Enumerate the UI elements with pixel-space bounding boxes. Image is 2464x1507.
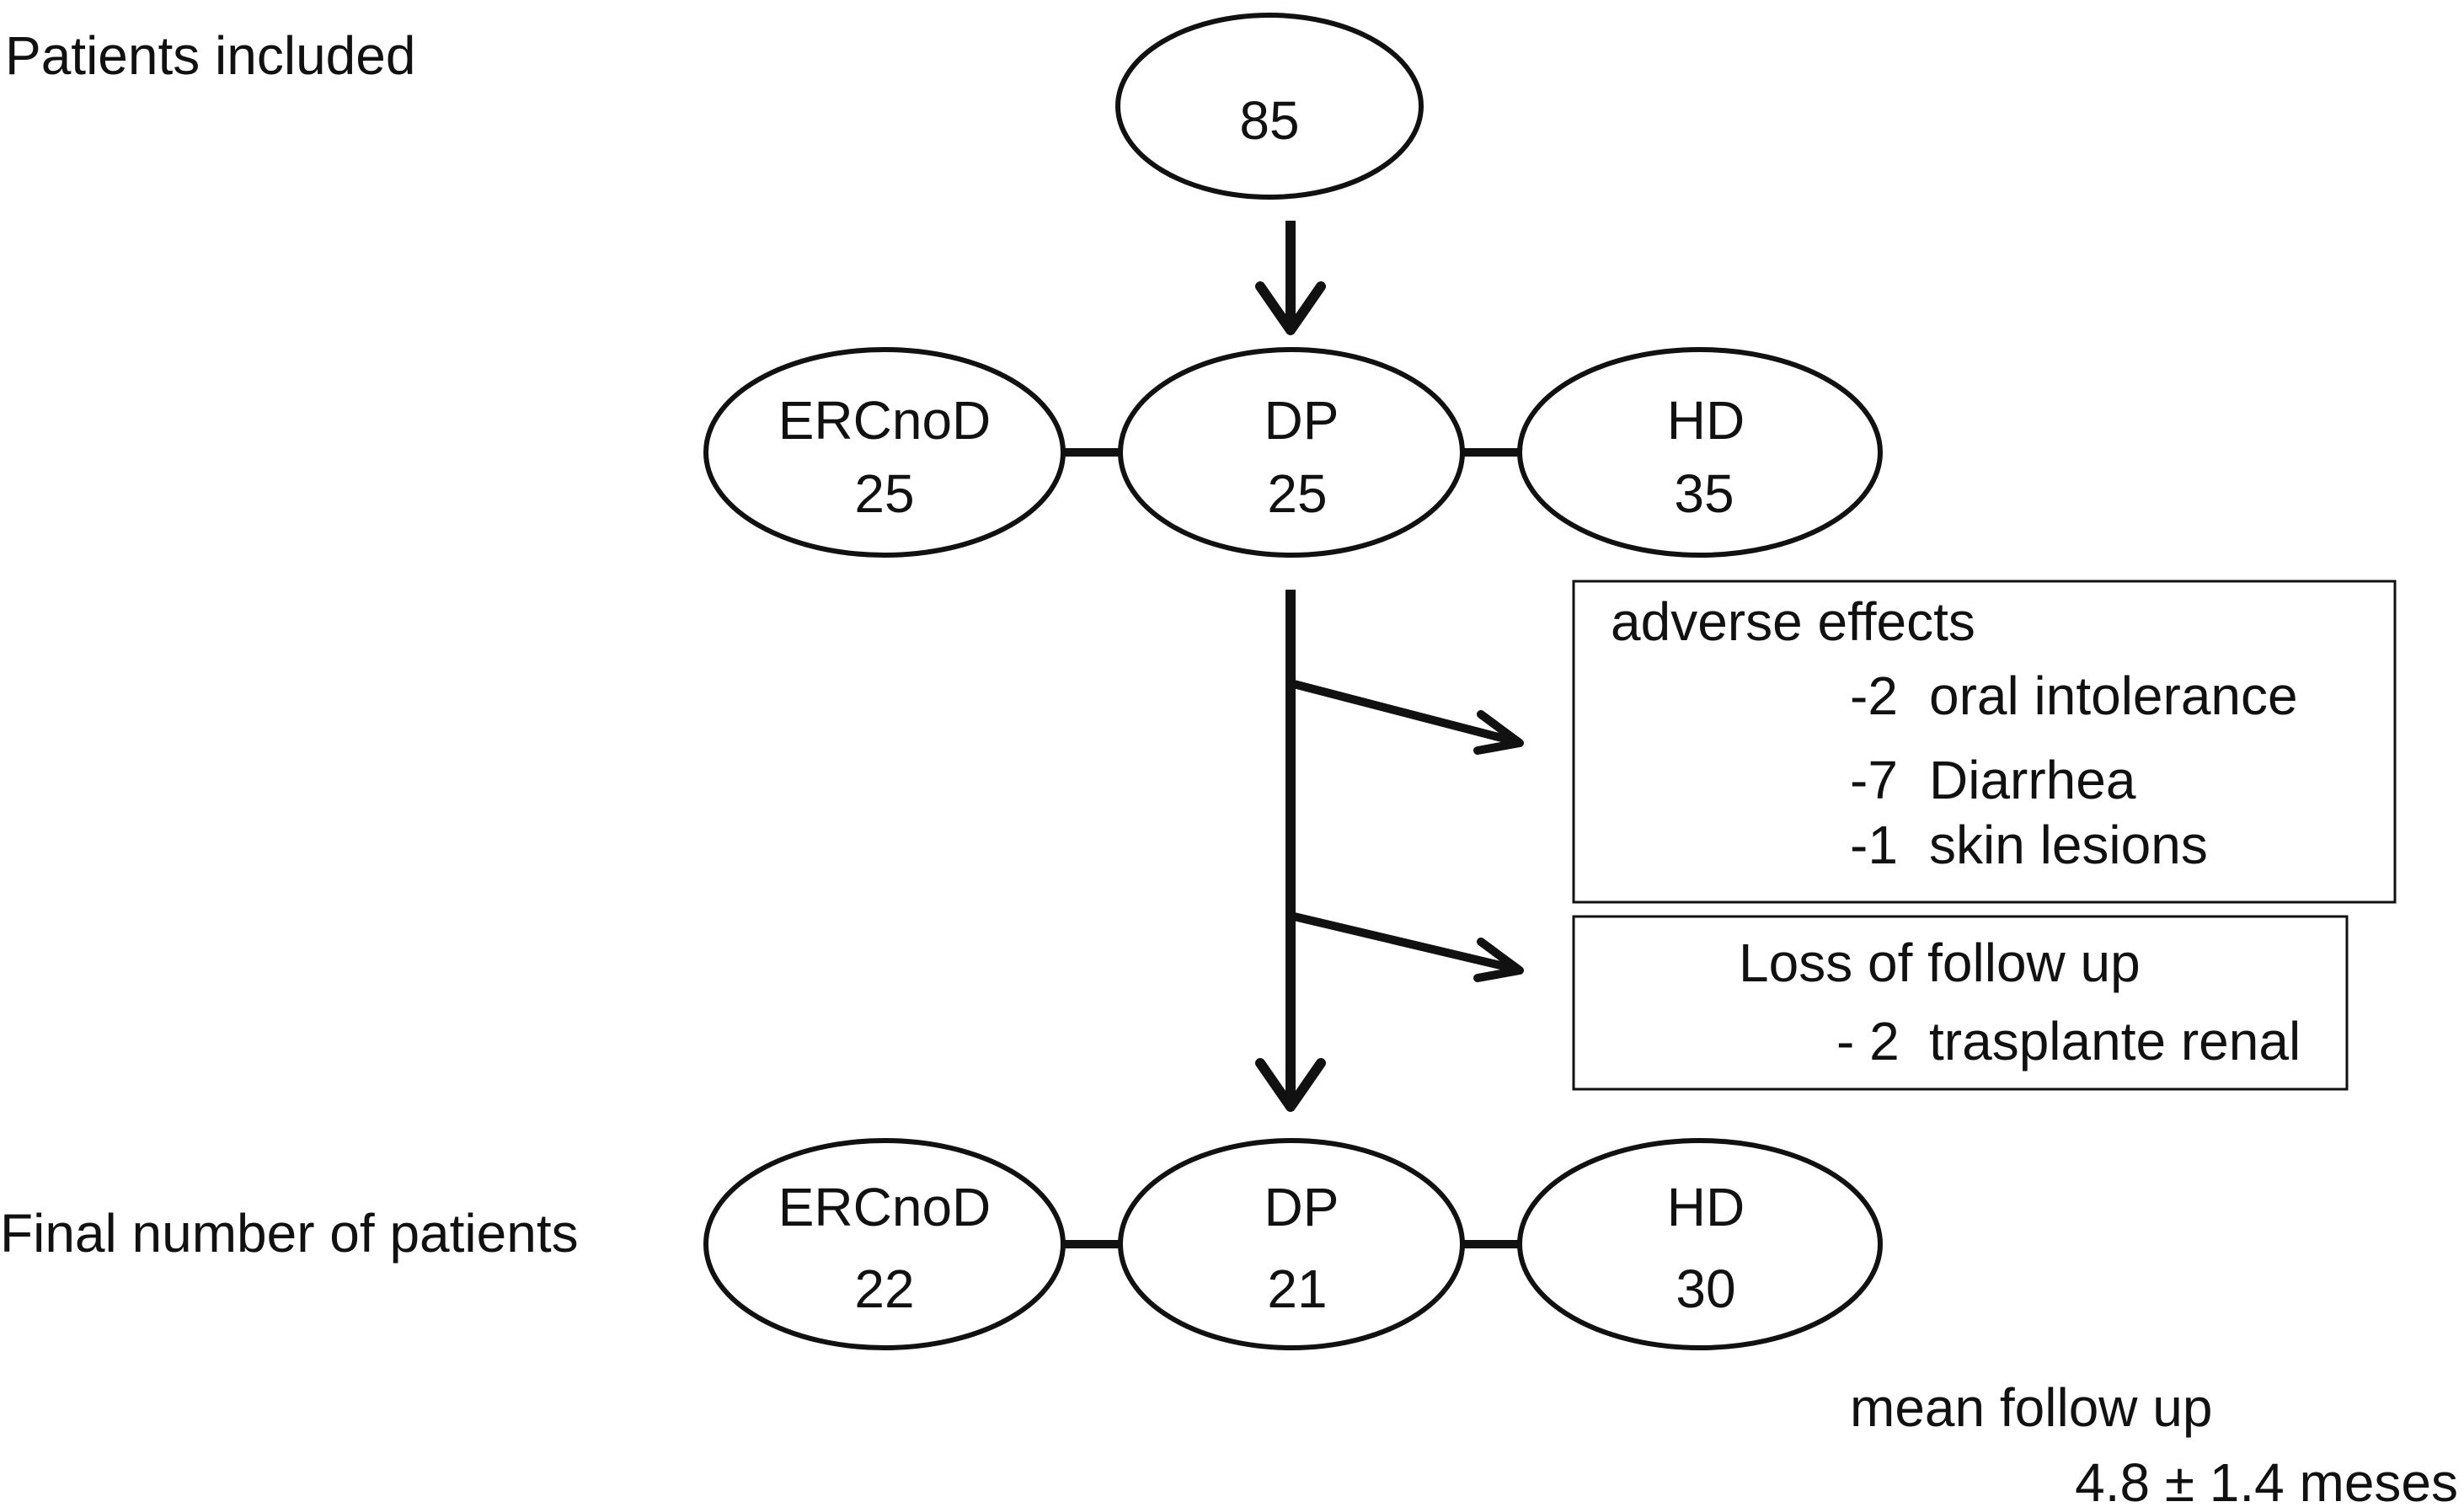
node-final-hd: HD 30 [1517,1138,1883,1350]
loss-item-1-text: trasplante renal [1929,1011,2301,1071]
loss-follow-up-title: Loss of follow up [1739,933,2141,993]
node-initial-dp-value: 25 [1267,463,1327,524]
arrow-top-to-initial [1255,221,1326,335]
adverse-item-1-num: -2 [1850,665,1898,726]
node-initial-dp-name: DP [1264,390,1339,451]
loss-item-1-num: - 2 [1836,1011,1900,1071]
adverse-effects-box: adverse effects -2 oral intolerance -7 D… [1572,580,2397,904]
node-initial-hd: HD 35 [1517,347,1883,558]
node-initial-ercnod-value: 25 [854,463,914,524]
loss-follow-up-box: Loss of follow up - 2 trasplante renal [1572,915,2349,1091]
node-final-hd-name: HD [1667,1177,1745,1237]
arrow-exclusion-loss [1289,911,1524,982]
adverse-item-2-text: Diarrhea [1929,750,2136,810]
node-final-dp-name: DP [1264,1177,1339,1237]
adverse-item-3-num: -1 [1850,815,1898,875]
node-total-ellipse [1115,13,1424,200]
node-initial-ercnod-name: ERCnoD [778,390,991,451]
arrow-initial-to-final [1255,590,1326,1112]
node-initial-dp: DP 25 [1118,347,1465,558]
node-initial-hd-value: 35 [1674,463,1734,524]
node-initial-ercnod: ERCnoD 25 [703,347,1066,558]
node-final-dp: DP 21 [1118,1138,1465,1350]
adverse-item-2-num: -7 [1850,750,1898,810]
node-total-patients: 85 [1115,13,1424,200]
adverse-item-1-text: oral intolerance [1929,665,2298,726]
node-initial-hd-name: HD [1667,390,1745,451]
mean-follow-up-value: 4.8 ± 1.4 meses [2075,1452,2458,1507]
final-number-label: Final number of patients [0,1203,579,1264]
node-total-value: 85 [1239,90,1299,151]
node-final-ercnod-value: 22 [854,1259,914,1319]
mean-follow-up-title: mean follow up [1850,1377,2212,1438]
node-final-hd-value: 30 [1676,1259,1735,1319]
patients-included-label: Patients included [5,25,415,86]
node-final-ercnod-name: ERCnoD [778,1177,991,1237]
adverse-item-3-text: skin lesions [1929,815,2208,875]
node-final-dp-value: 21 [1267,1259,1327,1319]
node-final-ercnod: ERCnoD 22 [703,1138,1066,1350]
arrow-exclusion-adverse [1289,679,1524,755]
adverse-effects-title: adverse effects [1611,591,1975,652]
